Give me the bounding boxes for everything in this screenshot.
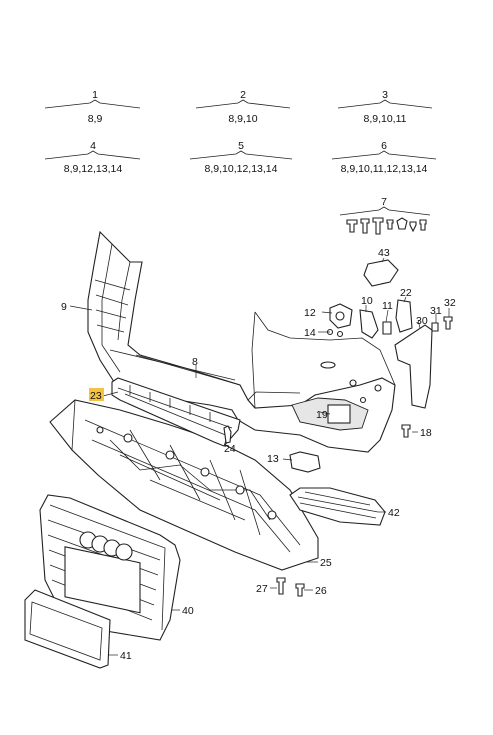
fastener-set-icon [346,217,427,235]
callout-24: 24 [224,443,236,455]
callout-8: 8 [192,356,198,368]
callout-30: 30 [416,315,428,327]
radiator-grille [39,494,181,641]
kit-header-7: 7 [339,196,431,235]
kit-contents: 8,9,12,13,14 [64,163,123,175]
callout-19: 19 [316,409,328,421]
bracket-22 [395,299,413,333]
audi-rings-logo [79,531,133,561]
cover-43 [363,259,399,287]
bolt-18 [401,424,411,438]
callout-43: 43 [378,247,390,259]
kit-header-6: 6 8,9,10,11,12,13,14 [331,140,437,175]
support-30 [394,324,433,409]
bracket-10 [359,309,379,339]
fog-light-grille [289,487,386,526]
kit-header-2: 2 8,9,10 [195,89,291,125]
callout-31: 31 [430,305,442,317]
kit-contents: 8,9,10,12,13,14 [205,163,278,175]
leader-lines [69,257,450,656]
kit-number: 7 [381,196,387,208]
callout-10: 10 [361,295,373,307]
kit-contents: 8,9,10,11,12,13,14 [341,163,428,175]
license-plate-bracket [24,589,111,669]
kit-contents: 8,9,10,11 [363,113,406,125]
clip [223,425,232,444]
callout-25: 25 [320,557,332,569]
callout-41: 41 [120,650,132,662]
callout-12: 12 [304,307,316,319]
callout-14: 14 [304,327,316,339]
kit-number: 4 [90,140,96,152]
callout-11: 11 [382,300,393,312]
kit-header-4: 4 8,9,12,13,14 [44,140,141,175]
screw-14 [326,328,344,338]
callout-18: 18 [420,427,432,439]
bolt-26 [295,583,305,597]
callout-22: 22 [400,287,412,299]
kit-contents: 8,9 [88,113,103,125]
callout-40: 40 [182,605,194,617]
callout-9: 9 [61,301,67,313]
bolt-27 [276,577,286,595]
kit-number: 1 [92,89,98,101]
screw-32 [443,316,453,330]
clip-11 [382,321,392,335]
callout-32: 32 [444,297,456,309]
kit-number: 2 [240,89,246,101]
kit-header-3: 3 8,9,10,11 [337,89,433,125]
kit-number: 5 [238,140,244,152]
kit-header-1: 1 8,9 [44,89,141,125]
callout-42: 42 [388,507,400,519]
kit-header-5: 5 8,9,10,12,13,14 [189,140,293,175]
callout-26: 26 [315,585,327,597]
lower-panel [49,399,319,571]
tow-cover [289,451,321,473]
callout-27: 27 [256,583,268,595]
bracket-12 [329,303,353,329]
kit-number: 3 [382,89,388,101]
kit-number: 6 [381,140,387,152]
callout-13: 13 [267,453,279,465]
highlight-marker [89,388,104,401]
callout-23: 23 [90,390,102,402]
screw-31 [431,322,439,332]
kit-contents: 8,9,10 [228,113,257,125]
